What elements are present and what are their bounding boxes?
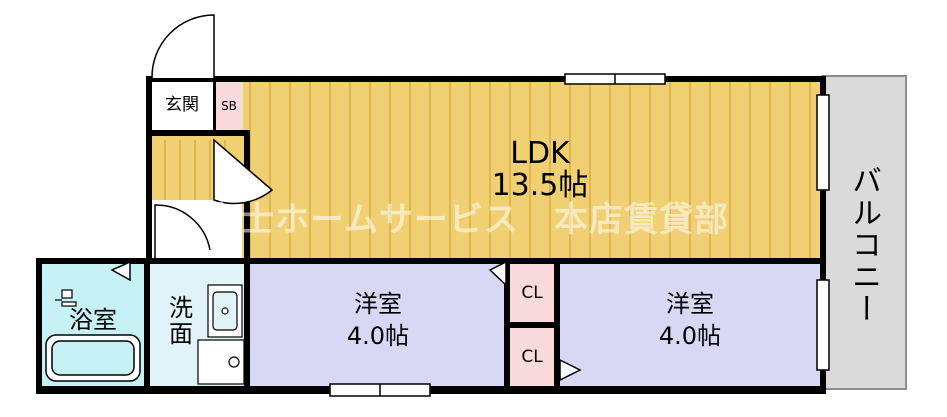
- doors: [110, 14, 582, 382]
- ldk-size: 13.5帖: [491, 168, 589, 203]
- closet2-label: CL: [521, 347, 543, 367]
- closet1-floor: [508, 262, 556, 324]
- balcony-label: バルコニー: [846, 165, 881, 325]
- ldk-name: LDK: [510, 136, 570, 171]
- closet2-floor: [508, 328, 556, 390]
- western2-size: 4.0帖: [658, 322, 722, 350]
- shoe-box-label: SB: [221, 99, 237, 113]
- entrance-floor: [150, 80, 215, 130]
- shower-icon: [55, 289, 77, 307]
- shoe-box-floor: [215, 80, 243, 130]
- watermark: 富士ホームサービス 本店賃貸部: [205, 200, 729, 240]
- closet1-label: CL: [521, 283, 543, 303]
- western1-floor: [250, 262, 504, 390]
- bath-label: 浴室: [69, 306, 117, 334]
- entrance-label: 玄関: [165, 95, 199, 115]
- windows: [329, 73, 830, 397]
- washbasin-icon: [207, 284, 243, 338]
- western2-name: 洋室: [666, 290, 714, 318]
- balcony-area: [821, 75, 907, 390]
- ldk-floor-stripes: [164, 80, 811, 258]
- walls: [36, 76, 826, 394]
- western1-name: 洋室: [354, 290, 402, 318]
- western2-floor: [560, 262, 822, 390]
- western1-size: 4.0帖: [346, 322, 410, 350]
- washing-machine-icon: [197, 339, 245, 385]
- bathtub-icon: [45, 334, 141, 382]
- washroom-label: 洗 面: [169, 294, 193, 348]
